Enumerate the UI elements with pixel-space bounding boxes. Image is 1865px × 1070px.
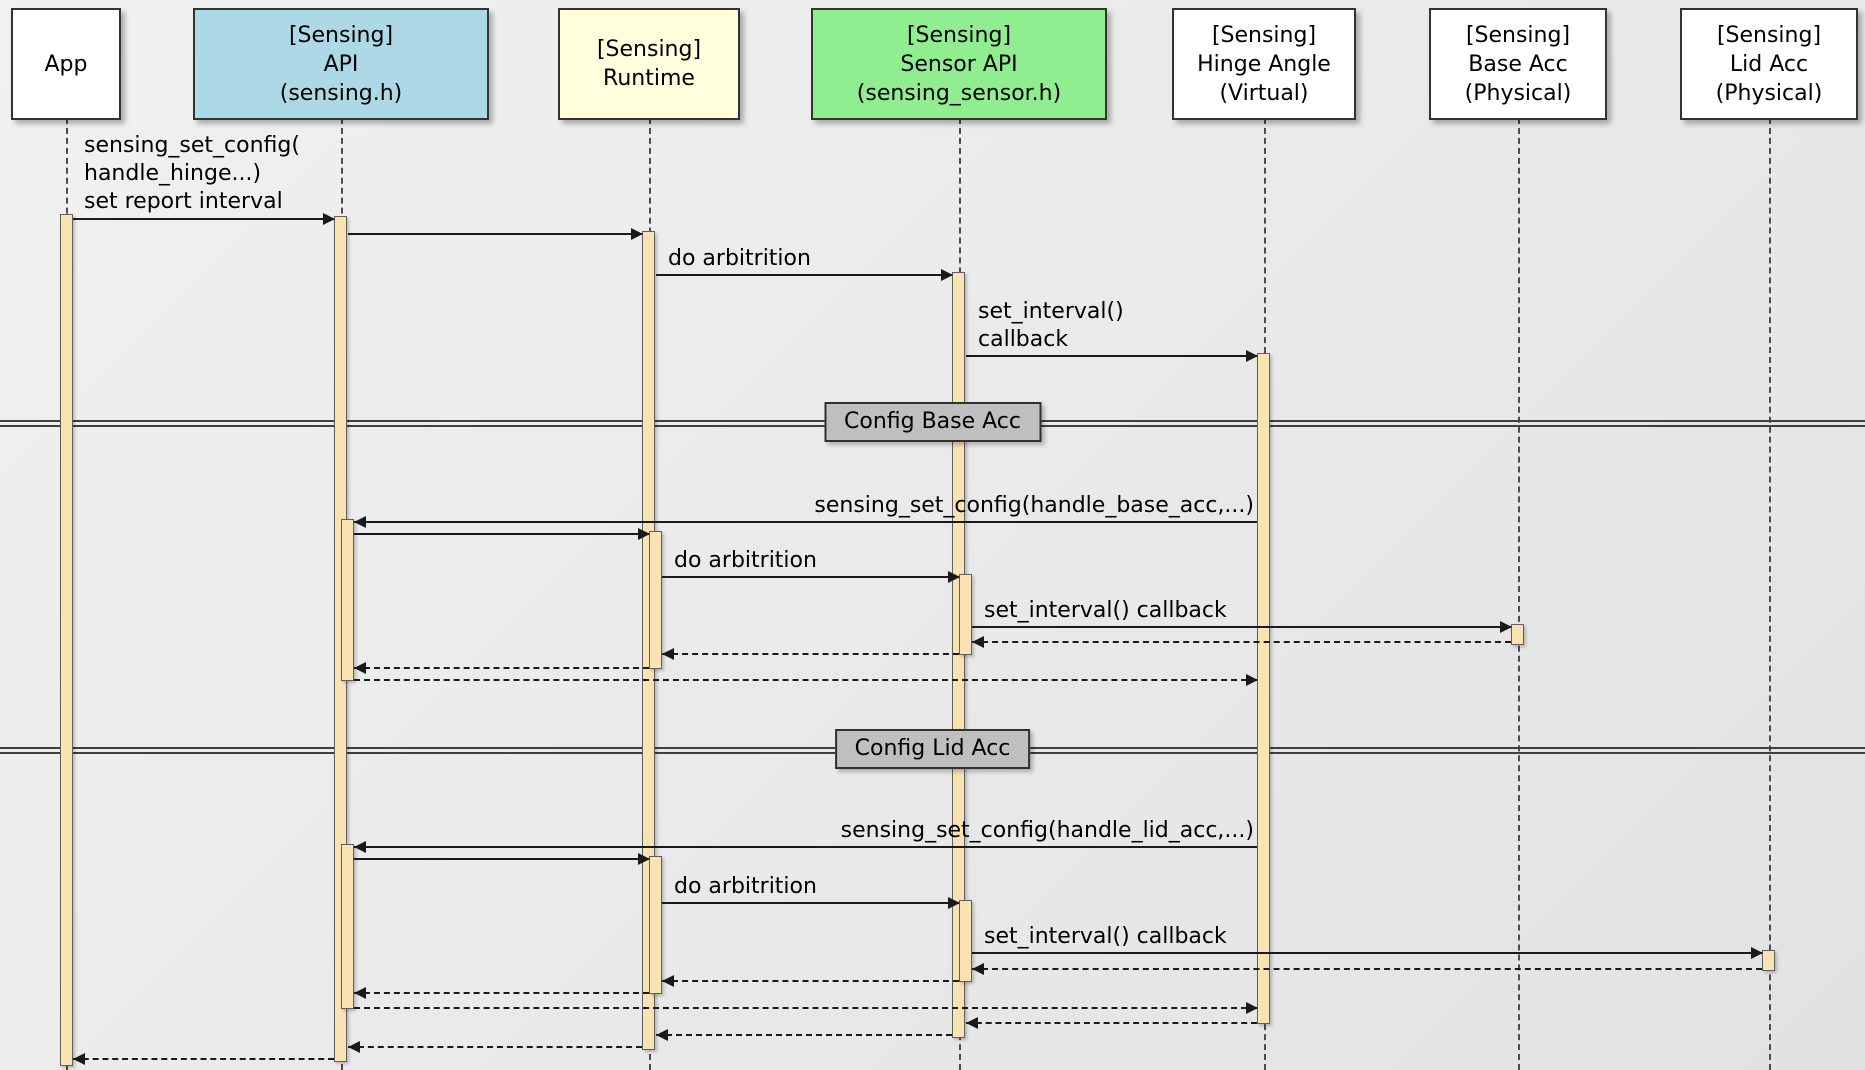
arrow-line — [354, 1007, 1257, 1009]
arrowhead-left-icon — [662, 648, 674, 660]
arrow-line — [354, 679, 1257, 681]
activation-base-acc — [1511, 624, 1524, 645]
activation-lid-acc — [1762, 950, 1775, 971]
arrowhead-left-icon — [662, 975, 674, 987]
arrow-line — [972, 952, 1762, 954]
lifeline-lid-acc — [1769, 118, 1771, 1070]
participant-sensor-api: [Sensing] Sensor API (sensing_sensor.h) — [811, 8, 1107, 120]
activation-sensor-api-nested-base — [959, 574, 972, 655]
arrow-line — [656, 1034, 952, 1036]
arrow-line — [662, 902, 959, 904]
arrowhead-left-icon — [354, 516, 366, 528]
activation-runtime-nested-base — [649, 531, 662, 669]
message-label: set_interval() callback — [984, 924, 1227, 949]
arrow-line — [354, 667, 649, 669]
arrow-line — [972, 968, 1762, 970]
arrowhead-left-icon — [972, 636, 984, 648]
activation-api-nested-lid — [341, 844, 354, 1009]
arrowhead-left-icon — [966, 1017, 978, 1029]
arrowhead-right-icon — [638, 853, 650, 865]
arrowhead-left-icon — [972, 963, 984, 975]
arrowhead-right-icon — [1500, 621, 1512, 633]
participant-api: [Sensing] API (sensing.h) — [193, 8, 489, 120]
activation-runtime-nested-lid — [649, 856, 662, 994]
arrowhead-right-icon — [1246, 350, 1258, 362]
arrow-line — [966, 355, 1257, 357]
participant-lid-acc: [Sensing] Lid Acc (Physical) — [1680, 8, 1858, 120]
participant-base-acc: [Sensing] Base Acc (Physical) — [1429, 8, 1607, 120]
message-label: set_interval() callback — [978, 299, 1124, 352]
participant-runtime: [Sensing] Runtime — [558, 8, 740, 120]
arrowhead-left-icon — [354, 662, 366, 674]
arrow-line — [966, 1022, 1257, 1024]
activation-api-nested-base — [341, 519, 354, 681]
divider-label-config-lid-acc: Config Lid Acc — [834, 729, 1031, 769]
arrow-line — [354, 858, 649, 860]
arrow-line — [73, 1058, 334, 1060]
arrow-line — [73, 218, 334, 220]
message-label: sensing_set_config(handle_lid_acc,...) — [840, 818, 1254, 843]
arrowhead-left-icon — [73, 1053, 85, 1065]
arrowhead-left-icon — [348, 1041, 360, 1053]
arrow-line — [354, 992, 649, 994]
participant-app: App — [11, 8, 121, 120]
arrow-line — [662, 980, 959, 982]
activation-app — [60, 214, 73, 1066]
arrow-line — [354, 521, 1257, 523]
arrowhead-right-icon — [323, 213, 335, 225]
arrowhead-right-icon — [948, 897, 960, 909]
message-label: set_interval() callback — [984, 598, 1227, 623]
arrow-line — [354, 533, 649, 535]
arrowhead-right-icon — [941, 269, 953, 281]
arrowhead-right-icon — [1751, 947, 1763, 959]
message-label: sensing_set_config(handle_base_acc,...) — [814, 493, 1254, 518]
activation-hinge-angle — [1257, 353, 1270, 1024]
arrow-line — [656, 274, 952, 276]
message-label: do arbitrition — [674, 874, 817, 899]
arrowhead-right-icon — [948, 571, 960, 583]
arrowhead-left-icon — [354, 987, 366, 999]
arrowhead-right-icon — [631, 228, 643, 240]
arrow-line — [662, 653, 959, 655]
arrowhead-right-icon — [1246, 674, 1258, 686]
arrow-line — [972, 641, 1511, 643]
arrowhead-right-icon — [1246, 1002, 1258, 1014]
activation-sensor-api-nested-lid — [959, 900, 972, 982]
arrowhead-left-icon — [656, 1029, 668, 1041]
participant-hinge-angle: [Sensing] Hinge Angle (Virtual) — [1172, 8, 1356, 120]
arrow-line — [354, 846, 1257, 848]
arrow-line — [348, 1046, 642, 1048]
arrowhead-right-icon — [638, 528, 650, 540]
divider-label-config-base-acc: Config Base Acc — [824, 402, 1041, 442]
message-label: sensing_set_config( handle_hinge...) set… — [84, 133, 300, 214]
lifeline-base-acc — [1518, 118, 1520, 1070]
message-label: do arbitrition — [668, 246, 811, 271]
arrow-line — [972, 626, 1511, 628]
arrow-line — [348, 233, 642, 235]
message-label: do arbitrition — [674, 548, 817, 573]
arrow-line — [662, 576, 959, 578]
arrowhead-left-icon — [354, 841, 366, 853]
